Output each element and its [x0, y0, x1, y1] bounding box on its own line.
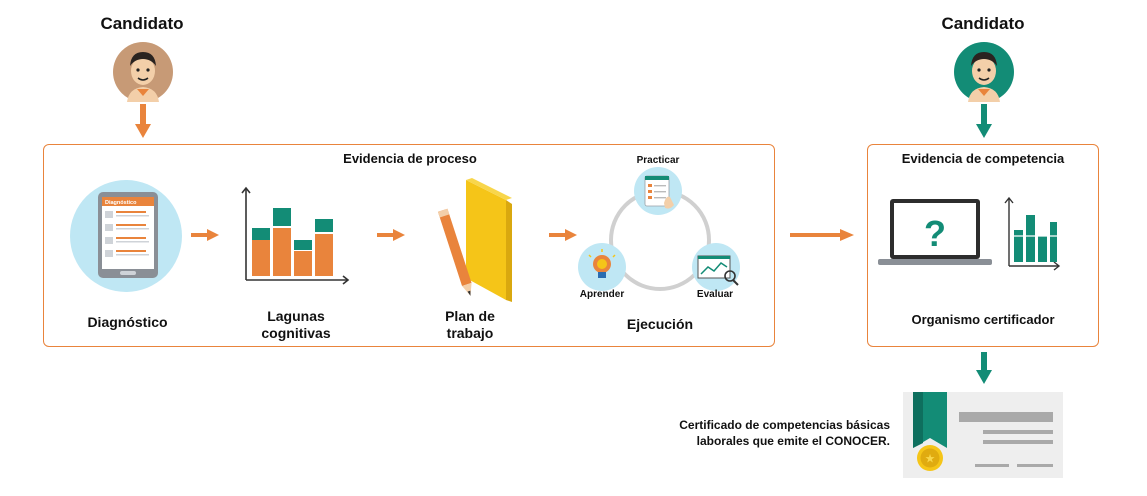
- cycle-evaluar-label: Evaluar: [696, 289, 734, 300]
- competence-box: [867, 144, 1099, 347]
- aprender-lightbulb-icon: [578, 243, 626, 291]
- down-arrow-right: [976, 104, 992, 138]
- evaluar-chart-icon: [692, 243, 740, 291]
- laptop-question-icon: ?: [878, 196, 992, 270]
- step-diagnostico-label: Diagnóstico: [87, 314, 168, 330]
- arrow-right-1: [191, 229, 219, 241]
- process-box-title: Evidencia de proceso: [343, 151, 477, 166]
- candidate-right-label: Candidato: [941, 14, 1025, 33]
- practicar-icon: [634, 167, 682, 215]
- step-plan-label-line1: Plan de: [445, 308, 495, 324]
- step-lagunas-label-line2: cognitivas: [261, 325, 331, 341]
- step-plan-label-line2: trabajo: [446, 325, 494, 341]
- cycle-aprender-label: Aprender: [579, 289, 625, 300]
- certificate-icon: ★: [903, 392, 1063, 478]
- arrow-right-2: [377, 229, 405, 241]
- candidate-left-avatar: [113, 42, 173, 102]
- arrow-right-3: [549, 229, 577, 241]
- laptop-question-mark: ?: [924, 213, 946, 254]
- step-lagunas-label-line1: Lagunas: [267, 308, 325, 324]
- plan-book-pencil-icon: [437, 178, 518, 304]
- competence-box-title: Evidencia de competencia: [901, 151, 1065, 166]
- certificate-caption-line2: laborales que emite el CONOCER.: [696, 434, 890, 448]
- diagnostico-tablet-icon: Diagnóstico: [70, 180, 182, 292]
- certificate-medal-star: ★: [925, 452, 936, 466]
- cycle-practicar-label: Practicar: [636, 155, 680, 166]
- candidate-right-avatar: [954, 42, 1014, 102]
- process-box: [43, 144, 775, 347]
- certificate-caption-line1: Certificado de competencias básicas: [679, 418, 890, 432]
- down-arrow-certificate: [976, 352, 992, 384]
- diagnostico-screen-label: Diagnóstico: [105, 200, 137, 206]
- competence-bar-chart-icon: [1004, 196, 1061, 271]
- lagunas-bar-chart-icon: [240, 186, 352, 288]
- step-ejecucion-label: Ejecución: [626, 316, 694, 332]
- competence-box-footer: Organismo certificador: [911, 312, 1055, 327]
- arrow-to-competence: [790, 229, 854, 241]
- candidate-left-label: Candidato: [100, 14, 184, 33]
- down-arrow-left: [135, 104, 151, 138]
